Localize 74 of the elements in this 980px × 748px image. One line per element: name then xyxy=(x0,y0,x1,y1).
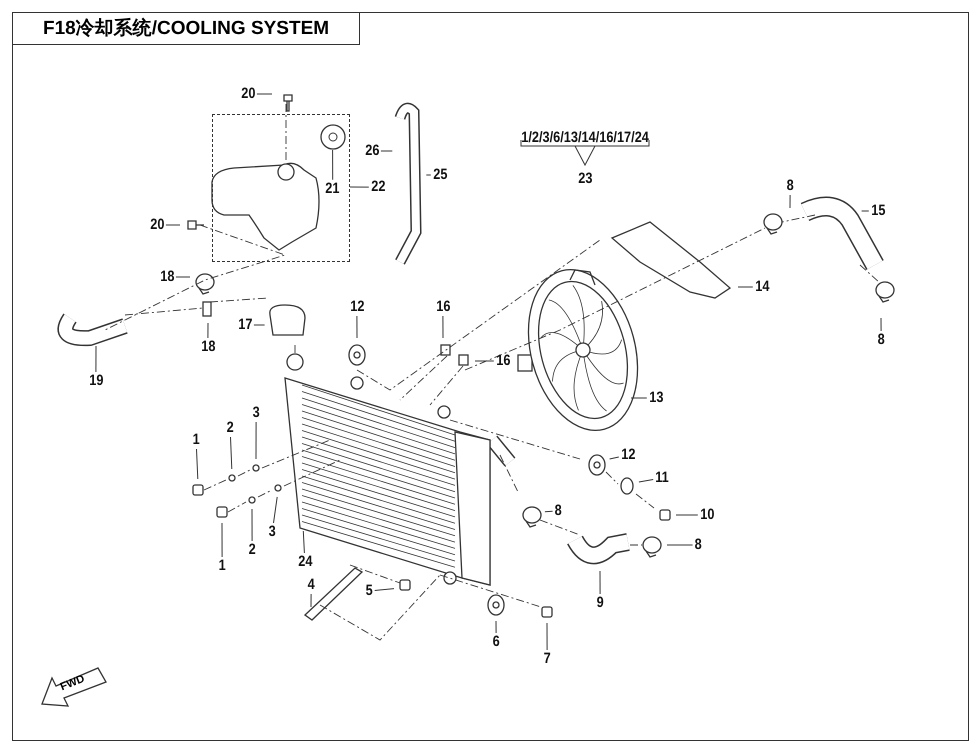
callout-number: 4 xyxy=(308,577,315,593)
leader-line xyxy=(256,422,257,460)
leader-line xyxy=(95,346,96,372)
callout-number: 19 xyxy=(88,373,103,389)
callout-number: 16 xyxy=(496,353,510,369)
callout-number: 7 xyxy=(544,651,551,667)
leader-line xyxy=(356,316,358,338)
title: F18冷却系统/COOLING SYSTEM xyxy=(12,12,360,45)
callout-number: 1 xyxy=(192,432,200,448)
callout-number: 20 xyxy=(240,86,255,102)
callout-number: 3 xyxy=(252,405,260,421)
callout-number: 5 xyxy=(366,583,373,599)
callout-number: 18 xyxy=(200,339,215,355)
callout-number: 3 xyxy=(268,524,276,540)
callout-number: 2 xyxy=(248,542,256,558)
callout-number: 8 xyxy=(554,503,562,519)
leader-line xyxy=(252,508,253,542)
leader-line xyxy=(196,448,198,480)
callout-number: 16 xyxy=(436,299,450,315)
leader-line xyxy=(496,620,497,634)
forward-arrow: FWD xyxy=(38,664,108,708)
leader-line xyxy=(546,622,548,650)
leader-line xyxy=(302,530,305,554)
leader-line xyxy=(165,224,180,226)
callout-number: 17 xyxy=(238,317,252,333)
leader-line xyxy=(350,186,370,188)
leader-line xyxy=(207,322,208,338)
leader-line xyxy=(253,324,266,326)
callout-number: 8 xyxy=(786,178,794,194)
leader-line xyxy=(676,514,698,516)
callout-number: 10 xyxy=(700,507,714,523)
leader-line xyxy=(666,544,694,546)
leader-line xyxy=(332,150,334,180)
callout-number: 15 xyxy=(870,203,885,219)
leader-line xyxy=(380,150,393,152)
leader-line xyxy=(442,316,444,338)
leader-line xyxy=(861,210,870,212)
leader-line xyxy=(426,174,432,176)
callout-number: 1 xyxy=(218,558,226,574)
callout-number: 18 xyxy=(160,269,174,285)
leader-line xyxy=(600,570,601,594)
leader-line xyxy=(544,510,554,512)
leader-line xyxy=(175,276,190,278)
leader-line xyxy=(222,522,223,558)
callout-number: 12 xyxy=(350,299,364,315)
callout-number: 20 xyxy=(150,217,164,233)
callout-number: 11 xyxy=(655,470,669,486)
callout-number: 23 xyxy=(578,171,592,187)
callout-number: 8 xyxy=(878,332,885,348)
leader-line xyxy=(474,360,494,362)
leader-line xyxy=(273,496,278,524)
leader-line xyxy=(638,479,654,482)
leader-line xyxy=(790,194,791,208)
leader-line xyxy=(230,436,232,470)
callout-number: 25 xyxy=(432,167,447,183)
leader-line xyxy=(609,456,620,460)
callout-number: 24 xyxy=(298,554,312,570)
callout-number: 14 xyxy=(754,279,769,295)
callout-number: 13 xyxy=(648,390,663,406)
leader-line xyxy=(880,318,882,332)
leader-line xyxy=(310,594,312,608)
part-number-list: 1/2/3/6/13/14/16/17/24 xyxy=(521,130,649,146)
callout-number: 21 xyxy=(326,180,340,197)
callout-number: 26 xyxy=(364,143,379,159)
callout-number: 12 xyxy=(620,447,635,463)
callout-number: 22 xyxy=(370,179,385,195)
callout-number: 8 xyxy=(694,537,702,553)
leader-line xyxy=(738,286,754,288)
cap-drawing xyxy=(320,124,346,150)
assembly-outline xyxy=(212,114,350,262)
leader-line xyxy=(374,588,394,591)
callout-number: 6 xyxy=(492,634,500,650)
callout-number: 9 xyxy=(596,595,604,611)
callout-number: 2 xyxy=(226,420,234,436)
